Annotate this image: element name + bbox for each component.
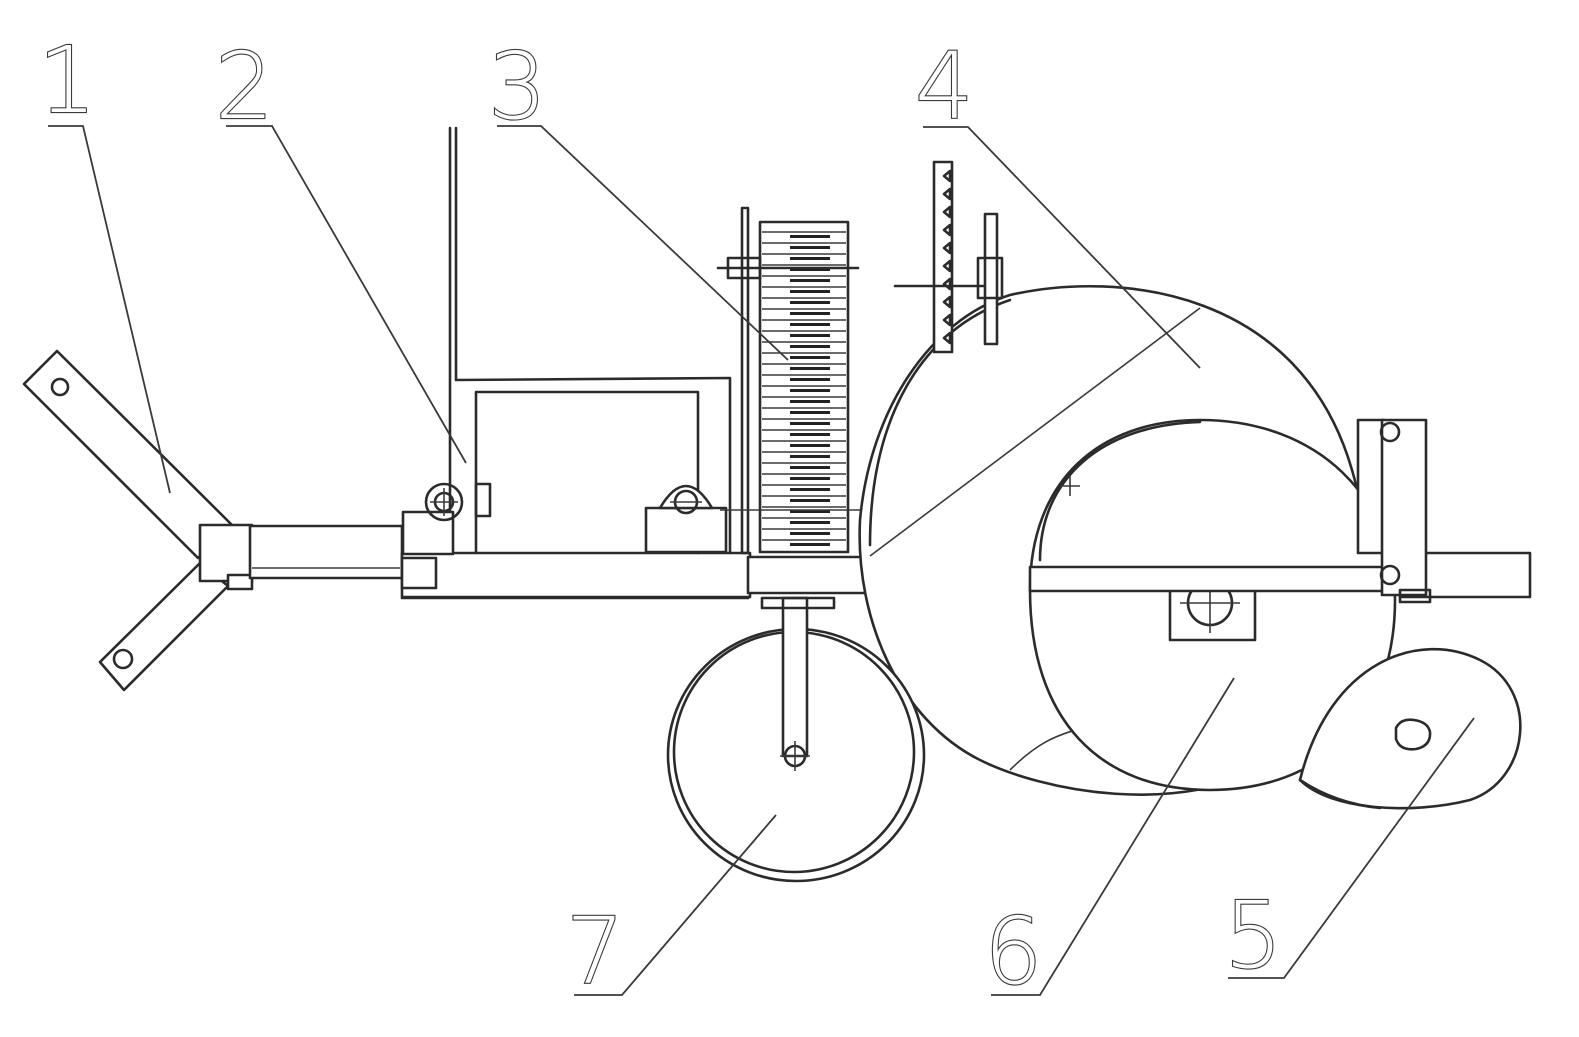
disc-wheel xyxy=(1028,418,1402,792)
roller-rib-shade xyxy=(790,257,830,260)
callout-3: 3 xyxy=(488,33,547,140)
leader-lines xyxy=(48,125,1475,996)
roller-rib-shade xyxy=(790,510,830,513)
gauge-wheel xyxy=(666,596,926,883)
roller-rib-shade xyxy=(790,235,830,238)
roller-rib-shade xyxy=(790,455,830,458)
roller-rib-shade xyxy=(790,433,830,436)
callout-6: 6 xyxy=(984,898,1043,1005)
rear-packer-wheel xyxy=(1298,418,1522,810)
rod-notch xyxy=(942,223,952,237)
roller-rib-shade xyxy=(790,422,830,425)
roller-rib-shade xyxy=(790,466,830,469)
callout-2: 2 xyxy=(215,33,274,140)
roller-rib-shade xyxy=(790,323,830,326)
roller-rib-shade xyxy=(790,367,830,370)
roller-rib-shade xyxy=(790,279,830,282)
roller-rib-shade xyxy=(790,378,830,381)
roller-rib-shade xyxy=(790,345,830,348)
roller-rib-shade xyxy=(790,290,830,293)
roller-rib-shade xyxy=(790,532,830,535)
roller-rib-shade xyxy=(790,488,830,491)
depth-rod xyxy=(893,160,1004,354)
rod-notch xyxy=(942,259,952,273)
handle-frame xyxy=(401,126,732,556)
callout-5: 5 xyxy=(1224,882,1283,989)
roller-rib-shade xyxy=(790,499,830,502)
ridged-roller xyxy=(716,206,860,555)
roller-rib-shade xyxy=(790,312,830,315)
rod-notch xyxy=(942,313,952,327)
roller-rib-shade xyxy=(790,356,830,359)
roller-rib-shade xyxy=(790,543,830,546)
roller-rib-shade xyxy=(790,411,830,414)
rod-notch xyxy=(942,205,952,219)
roller-rib-shade xyxy=(790,246,830,249)
roller-rib-shade xyxy=(790,334,830,337)
callout-7: 7 xyxy=(566,898,625,1005)
hitch-bracket xyxy=(22,349,254,692)
roller-rib-shade xyxy=(790,268,830,271)
rod-notch xyxy=(942,241,952,255)
callout-1: 1 xyxy=(38,27,97,134)
callout-labels: 1 2 3 4 5 6 7 xyxy=(37,26,1284,1006)
rod-notch xyxy=(942,331,952,345)
roller-rib-shade xyxy=(790,389,830,392)
roller-rib-shade xyxy=(790,444,830,447)
roller-rib-shade xyxy=(790,400,830,403)
roller-rib-shade xyxy=(790,301,830,304)
roller-rib-shade xyxy=(790,521,830,524)
rod-notch xyxy=(942,295,952,309)
rod-notch xyxy=(942,169,952,183)
rod-notch xyxy=(942,187,952,201)
roller-rib-shade xyxy=(790,477,830,480)
callout-4: 4 xyxy=(915,33,974,140)
